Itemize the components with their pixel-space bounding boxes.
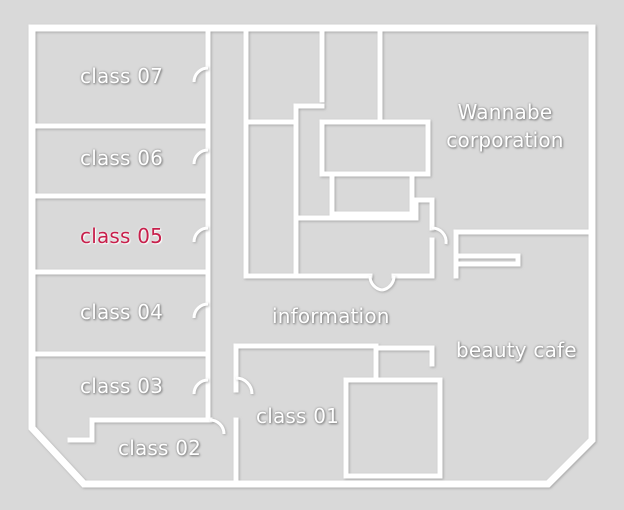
central-room-wall <box>319 119 431 177</box>
wannabe-line-2: corporation <box>446 128 564 152</box>
outer-wall <box>28 24 596 488</box>
room-label-class-06[interactable]: class 06 <box>80 146 164 170</box>
room-label-class-07[interactable]: class 07 <box>80 64 164 88</box>
room-label-class-04[interactable]: class 04 <box>80 300 164 324</box>
room-label-class-01[interactable]: class 01 <box>256 404 340 428</box>
room-label-class-03[interactable]: class 03 <box>80 374 164 398</box>
room-label-information[interactable]: information <box>272 304 390 328</box>
room-label-beauty-cafe[interactable]: beauty cafe <box>456 338 577 362</box>
wannabe-line-1: Wannabe <box>457 100 553 124</box>
room-label-wannabe-corporation[interactable]: Wannabe corporation <box>442 98 568 154</box>
room-label-class-05[interactable]: class 05 <box>80 224 164 248</box>
room-label-class-02[interactable]: class 02 <box>118 436 202 460</box>
